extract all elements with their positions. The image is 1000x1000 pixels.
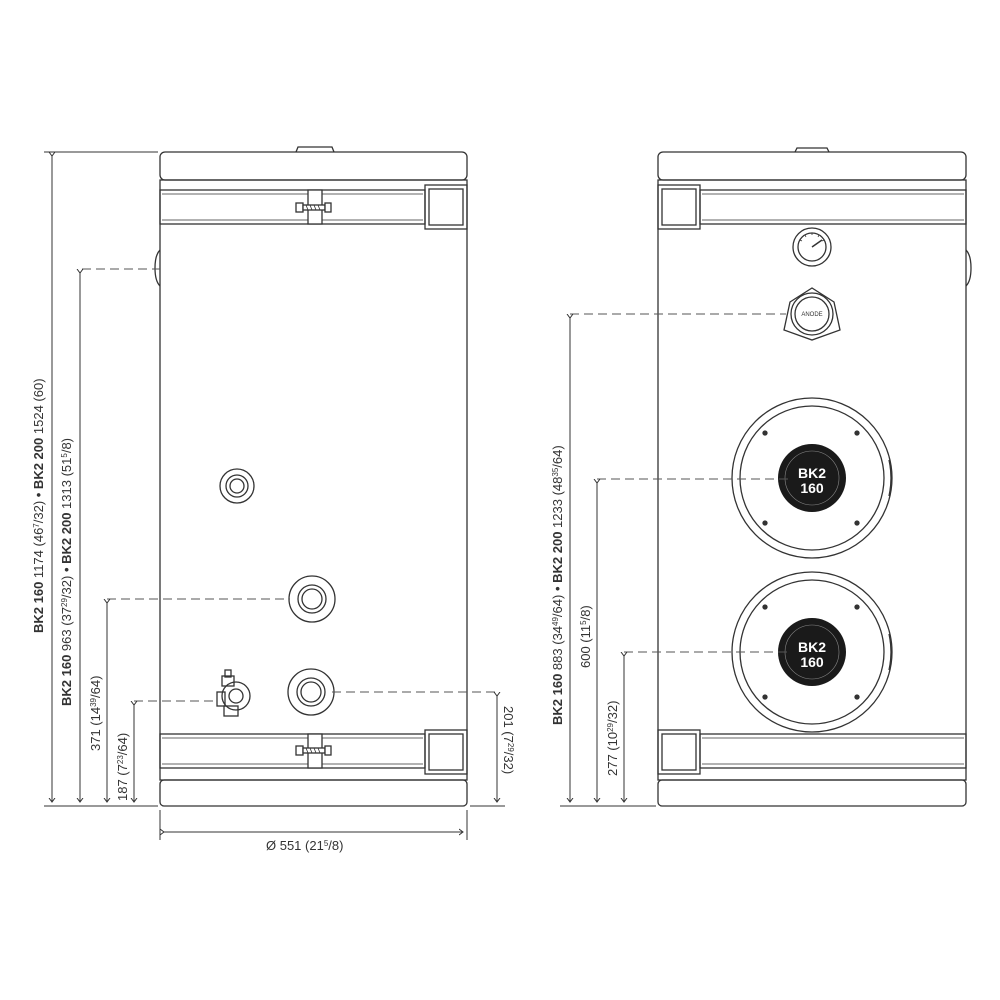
dim-bullet: • (31, 489, 46, 501)
left-top-strap (159, 184, 468, 230)
lower-model-badge: BK2 160 (778, 618, 846, 686)
dim-bullet: • (59, 564, 74, 576)
dim-value: 1524 (60) (31, 378, 46, 434)
thermometer-icon (792, 227, 832, 267)
dim-value: 187 (7 (115, 764, 130, 801)
left-bottom-strap (159, 729, 468, 775)
dim-model-label: BK2 160 (550, 674, 565, 725)
left-side-bump (154, 249, 161, 287)
left-top-cap (159, 151, 468, 181)
dim-201: 201 (729/32) (501, 706, 516, 774)
dim-frac-num: 7 (32, 523, 41, 528)
dim-frac-den: /32) (31, 501, 46, 523)
dim-frac-den: /8) (59, 438, 74, 453)
right-dimension-lines (560, 318, 656, 807)
dim-model-label: BK2 200 (31, 438, 46, 489)
dim-total-height: BK2 160 1174 (467/32) • BK2 200 1524 (60… (31, 378, 46, 633)
right-top-cap (657, 151, 967, 181)
upper-flange (731, 397, 893, 559)
right-side-bump (965, 249, 972, 287)
right-top-strap (657, 184, 967, 230)
dim-value: 600 (11 (578, 625, 593, 668)
dim-600: 600 (115/8) (578, 605, 593, 668)
left-dimension-lines (44, 151, 505, 840)
dim-model-label: BK2 200 (59, 513, 74, 564)
left-port-middle (288, 575, 336, 623)
dim-bullet: • (550, 583, 565, 595)
right-leader-lines (570, 313, 790, 653)
left-top-nozzle (295, 146, 335, 153)
dim-frac-den: /8) (578, 605, 593, 620)
badge-model: 160 (800, 654, 824, 670)
dim-frac-num: 35 (551, 467, 560, 476)
left-bottom-cap (159, 779, 468, 807)
dim-value: 963 (37 (59, 607, 74, 651)
dim-frac-num: 29 (506, 743, 515, 752)
dim-frac-den: /32) (59, 576, 74, 598)
left-port-lower (287, 668, 335, 716)
drain-valve-icon (216, 669, 251, 717)
dim-frac-den: /64) (88, 676, 103, 698)
dim-187: 187 (723/64) (115, 733, 130, 801)
dim-frac-num: 5 (324, 839, 329, 848)
dim-371: 371 (1439/64) (88, 676, 103, 751)
right-top-nozzle (794, 147, 830, 153)
upper-model-badge: BK2 160 (778, 444, 846, 512)
dim-frac-den: /32) (605, 701, 620, 723)
left-tank-body (159, 179, 468, 781)
dim-frac-num: 23 (116, 755, 125, 764)
left-bottom-bolt-icon (295, 745, 332, 756)
right-tank-view (657, 147, 972, 807)
left-port-sensor (219, 468, 255, 504)
anode-cap-icon (783, 287, 841, 341)
dim-frac-num: 29 (60, 598, 69, 607)
right-bottom-cap (657, 779, 967, 807)
dim-frac-num: 5 (579, 620, 588, 625)
dim-frac-num: 49 (551, 617, 560, 626)
anode-label: ANODE (801, 312, 822, 318)
dim-value: 1174 (46 (31, 528, 46, 578)
dim-model-label: BK2 160 (59, 655, 74, 706)
dim-frac-den: /8) (328, 838, 343, 853)
dim-value: 201 (7 (501, 706, 516, 743)
dim-frac-num: 5 (60, 453, 69, 458)
dim-277: 277 (1029/32) (605, 701, 620, 776)
lower-flange (731, 571, 893, 733)
dim-top-connection-height: BK2 160 963 (3729/32) • BK2 200 1313 (51… (59, 438, 74, 706)
dim-value: 371 (14 (88, 707, 103, 751)
badge-brand: BK2 (798, 639, 826, 655)
right-bottom-strap (657, 729, 967, 775)
dim-value: Ø 551 (21 (266, 838, 324, 853)
dim-value: 883 (34 (550, 626, 565, 670)
dim-frac-num: 39 (89, 697, 98, 706)
dim-anode-height: BK2 160 883 (3449/64) • BK2 200 1233 (48… (550, 445, 565, 725)
dim-frac-den: /32) (501, 752, 516, 774)
dim-model-label: BK2 200 (550, 532, 565, 583)
badge-model: 160 (800, 480, 824, 496)
dim-diameter: Ø 551 (215/8) (266, 838, 343, 853)
dim-value: 1233 (48 (550, 477, 565, 528)
dim-value: 1313 (51 (59, 458, 74, 509)
left-top-bolt-icon (295, 202, 332, 213)
dim-model-label: BK2 160 (31, 582, 46, 633)
dim-frac-den: /64) (115, 733, 130, 755)
badge-brand: BK2 (798, 465, 826, 481)
left-leader-lines (82, 268, 500, 702)
dim-frac-num: 29 (606, 722, 615, 731)
dim-value: 277 (10 (605, 732, 620, 776)
left-tank-view (154, 146, 468, 807)
dim-frac-den: /64) (550, 595, 565, 617)
dim-frac-den: /64) (550, 445, 565, 467)
